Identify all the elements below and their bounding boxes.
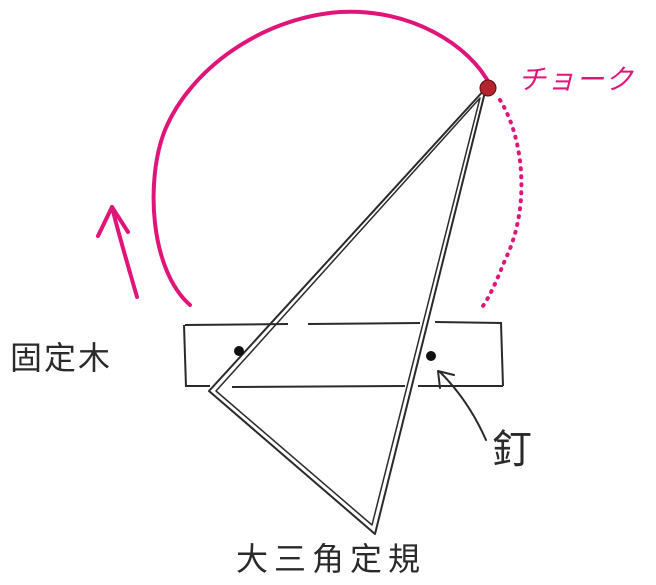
triangle-outline-outer bbox=[208, 87, 487, 535]
board-edge-left bbox=[183, 324, 187, 388]
board-edge-right bbox=[500, 322, 504, 387]
nail-label: 釘 bbox=[492, 427, 534, 473]
nail-pointer-shaft bbox=[439, 371, 487, 441]
triangle-outline-inner bbox=[215, 97, 481, 526]
board-edge-bottom-middle bbox=[231, 385, 406, 388]
fixed-wood-board bbox=[183, 321, 504, 388]
rotation-arrow-head bbox=[96, 205, 130, 238]
large-triangle-label: 大三角定規 bbox=[236, 540, 427, 578]
rotation-arc-dotted bbox=[478, 98, 524, 312]
nail-dot-left bbox=[234, 346, 244, 356]
board-edge-top-left bbox=[184, 323, 289, 326]
rotation-arrow bbox=[96, 205, 139, 299]
board-edge-top-right bbox=[434, 321, 503, 324]
fixed-wood-label: 固定木 bbox=[10, 339, 113, 377]
nail-pointer-head bbox=[437, 370, 455, 389]
chalk-tip-dot bbox=[479, 79, 497, 97]
board-edge-top-middle bbox=[307, 322, 421, 325]
large-triangle-ruler bbox=[208, 87, 487, 535]
nail-pointer-arrow bbox=[437, 370, 487, 441]
rotation-arc-solid bbox=[151, 9, 492, 307]
chalk-label: チョーク bbox=[518, 63, 635, 96]
nail-dot-right bbox=[426, 351, 436, 361]
rotation-arrow-shaft bbox=[110, 205, 139, 299]
rotation-arc bbox=[151, 9, 524, 312]
